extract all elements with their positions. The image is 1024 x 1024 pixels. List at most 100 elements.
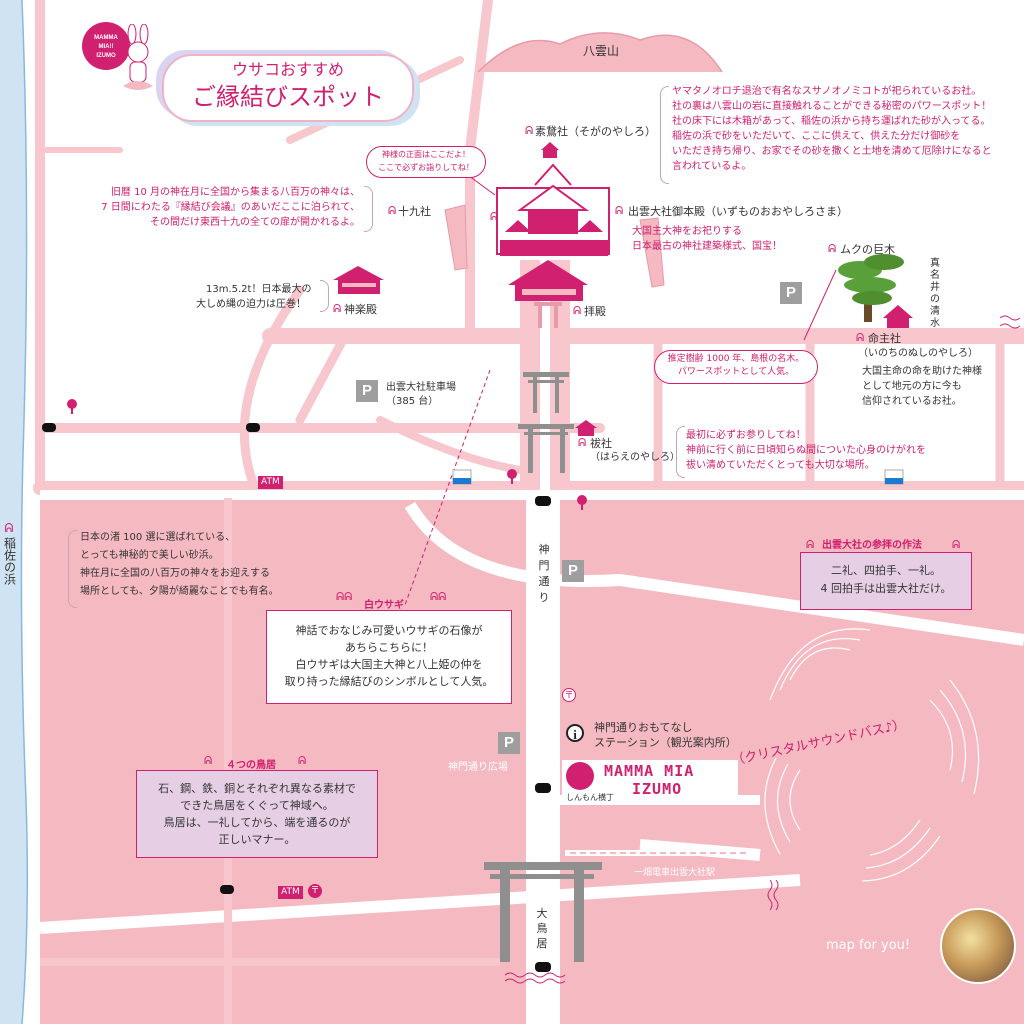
shirousagi-box [266, 610, 512, 704]
bunny-icon: ᕱ [204, 754, 213, 767]
shinmon-char-2: 門 [538, 559, 550, 572]
store-icons [452, 469, 904, 485]
pin-markers [67, 399, 587, 510]
harae-reading: （はらえのやしろ） [590, 452, 680, 463]
torii4-desc-3: 鳥居は、一礼してから、端を通るのが [163, 816, 351, 829]
bunny-icon: ᕱ [490, 210, 499, 223]
juku-name: 十九社 [398, 205, 431, 218]
ootorii-char-1: 大 [536, 907, 548, 920]
harae-building [575, 420, 597, 436]
shop-logo-icon [566, 762, 594, 790]
susanoo-desc-2: 社の裏は八雲山の岩に直接触れることができる秘密のパワースポット！ [672, 101, 992, 112]
lower-roads [39, 490, 1024, 1024]
logo-line3: IZUMO [96, 53, 116, 59]
bunny-icon: ᕱ [952, 538, 961, 551]
hiroba-label: 神門通り広場 [448, 762, 508, 773]
torii4-desc-2: できた鳥居をくぐって神域へ。 [180, 799, 334, 812]
rabbit-mascot-icon [118, 23, 158, 94]
susanoo-desc-1: ヤマタノオロチ退治で有名なスサノオノミコトが祀られているお社。 [672, 86, 982, 97]
inochi-name: 命主社 [868, 332, 901, 345]
shinmon-street-label: 神 門 通 り [534, 542, 554, 606]
parking-icon-main: P [356, 380, 378, 402]
sea [0, 0, 28, 1024]
shoreline [20, 0, 29, 1024]
parking-icon-shinmon: P [562, 560, 584, 582]
title-line1: ウサコおすすめ [231, 60, 344, 79]
logo: MAMMA MIA!! IZUMO [82, 22, 130, 70]
susanoo-desc-6: 言われているよ。 [672, 161, 752, 172]
shirousagi-desc-4: 取り持った縁結びのシンボルとして人気。 [284, 675, 494, 688]
bunny-icon: ᕱᕱ [430, 590, 447, 603]
honden-name: 出雲大社御本殿（いずものおおやしろさま） [628, 205, 848, 218]
juku-desc: 旧暦 10 月の神在月に全国から集まる八百万の神々は、 7 日間にわたる『縁結び… [88, 185, 360, 230]
shirousagi-desc-2: あちらこちらに！ [345, 641, 433, 654]
bunny-icon: ᕱᕱ [336, 590, 353, 603]
speech-top-line2: ここで必ずお詣りしてね！ [378, 163, 474, 172]
bunny-icon: ᕱ [388, 204, 397, 217]
title-cloud [162, 54, 414, 122]
inochi-building [883, 305, 913, 328]
shop-street: しんもん横丁 [566, 793, 614, 802]
bunny-icon: ᕱ [856, 331, 865, 344]
railway [565, 850, 755, 856]
haiden-name: 拝殿 [584, 305, 606, 318]
kagura-desc-2: 大しめ縄の迫力は圧巻！ [196, 299, 306, 310]
bunny-icon: ᕱ [333, 302, 342, 315]
harae-name: 祓社 [590, 437, 612, 450]
mountain-label: 八雲山 [583, 44, 620, 58]
atm-north: ATM [258, 476, 283, 489]
manner-box [800, 552, 972, 610]
ootorii-char-3: 居 [536, 937, 548, 950]
manai-label: 真名井の清水 [930, 258, 940, 329]
inochi-desc-2: として地元の方に今も [862, 381, 962, 392]
parking-icon-east: P [780, 282, 802, 304]
shinmon-char-4: り [538, 591, 550, 604]
post-icon-shinmon: 〒 [562, 688, 576, 702]
bunny-icon: ᕱ [4, 521, 14, 535]
inasa-desc-3: 神在月に全国の八百万の神々をお迎えする [80, 568, 270, 579]
muku-bubble-line1: 推定樹齢 1000 年、島根の名木。 [667, 354, 805, 364]
parking-name: 出雲大社駐車場 [386, 382, 456, 393]
post-icon-south: 〒 [308, 884, 322, 898]
harae-desc-3: 祓い清めていただくとっても大切な場所。 [686, 460, 875, 471]
manner-desc-2: 4 回拍手は出雲大社だけ。 [820, 582, 952, 595]
honden-desc-2: 日本最古の神社建築様式、国宝！ [632, 241, 782, 252]
haiden-building [508, 260, 588, 328]
title-line2: ご縁結びスポット [192, 83, 384, 111]
inasa-desc-4: 場所としても、夕陽が綺麗なことでも有名。 [80, 586, 279, 597]
mountain-yakumo [477, 32, 723, 73]
juku-desc-2: 7 日間にわたる『縁結び会議』のあいだここに泊られて、 [101, 202, 360, 213]
logo-line1: MAMMA [94, 35, 118, 41]
muku-bubble [654, 350, 818, 384]
speech-bubble-top [366, 146, 486, 178]
muku-name: ムクの巨木 [840, 243, 895, 256]
parking-icon-hiroba: P [498, 732, 520, 754]
torii4-title: ４つの鳥居 [226, 760, 276, 771]
kagura-name: 神楽殿 [344, 303, 377, 316]
inochi-desc-3: 信仰されているお社。 [862, 396, 962, 407]
manner-title: 出雲大社の参拝の作法 [822, 540, 922, 551]
station-label: 一畑電車出雲大社駅 [634, 868, 716, 878]
harae-bracket [676, 426, 685, 478]
ootorii-label: 大 鳥 居 [532, 906, 552, 951]
inochi-desc-1: 大国主命の命を助けた神様 [862, 366, 982, 377]
omotenashi-line1: 神門通りおもてなし [594, 721, 693, 734]
shirousagi-desc-3: 白ウサギは大国主大神と八上姫の仲を [295, 658, 483, 671]
info-icon: i [566, 724, 584, 742]
kagura-desc-1: 13m.5.2t！日本最大の [206, 284, 312, 295]
bunny-icon: ᕱ [828, 242, 837, 255]
shop-name1: MAMMA MIA [604, 762, 695, 780]
honden-building [496, 163, 610, 256]
bunny-icon: ᕱ [806, 538, 815, 551]
torii4-box [136, 770, 378, 858]
susanoo-desc: ヤマタノオロチ退治で有名なスサノオノミコトが祀られているお社。 社の裏は八雲山の… [672, 84, 992, 174]
torii-gates [484, 372, 602, 962]
bunny-icon: ᕱ [525, 124, 534, 137]
kagura-bracket [320, 280, 329, 312]
map-for-you: map for you! [826, 938, 911, 953]
susanoo-desc-4: 稲佐の浜で砂をいただいて、ここに供えて、供えた分だけ御砂を [672, 131, 961, 142]
shirousagi-title: 白ウサギ [364, 600, 404, 611]
juku-bracket [364, 186, 373, 232]
logo-line2: MIA!! [98, 44, 114, 50]
shop-name2: IZUMO [632, 780, 683, 798]
